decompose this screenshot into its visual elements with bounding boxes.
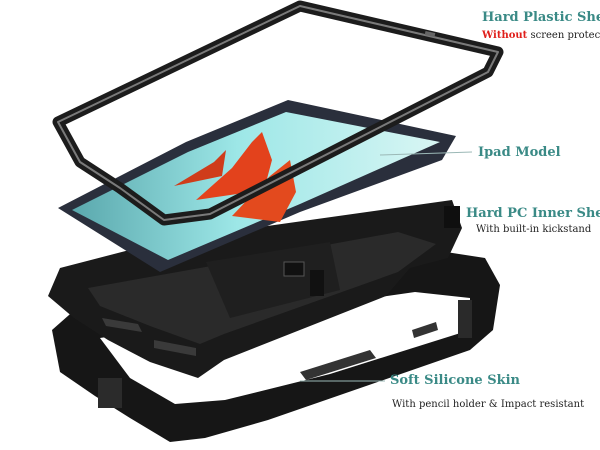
ipad-leader-line xyxy=(379,151,473,156)
pencil-holder-icon xyxy=(98,378,122,408)
hard-plastic-shell-layer xyxy=(52,0,504,226)
hard-plastic-shell-note-rest: screen protector xyxy=(530,30,600,41)
hard-plastic-shell-note-highlight: Without xyxy=(482,30,528,41)
soft-silicone-skin-note: With pencil holder & Impact resistant xyxy=(392,399,585,410)
hard-plastic-shell-title: Hard Plastic Shell xyxy=(482,10,600,25)
soft-silicone-skin-title: Soft Silicone Skin xyxy=(390,373,521,388)
hard-pc-inner-shell-note: With built-in kickstand xyxy=(476,224,592,235)
hard-pc-inner-shell-title: Hard PC Inner Shell xyxy=(466,206,600,221)
ipad-model-title: Ipad Model xyxy=(478,145,561,160)
hard-plastic-shell-note: Without screen protector xyxy=(482,30,600,41)
